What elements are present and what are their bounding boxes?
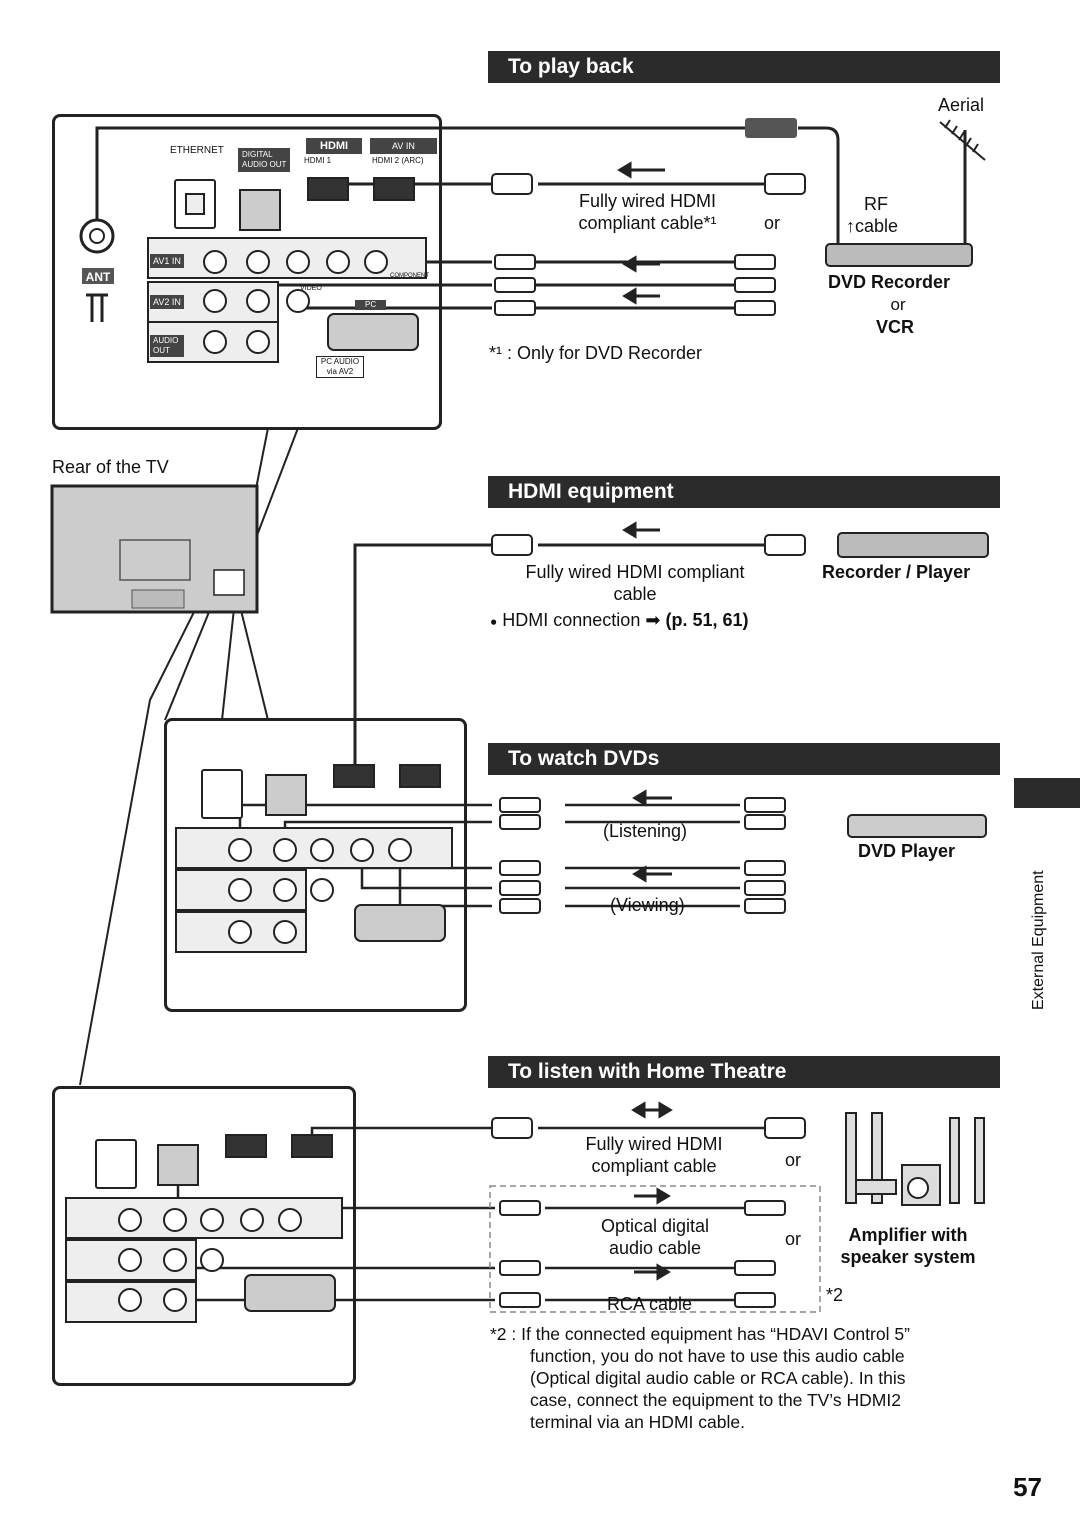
theatre-hdmi-cable-label: Fully wired HDMI compliant cable: [565, 1133, 743, 1177]
hdmi-connection-label: HDMI connection: [502, 610, 641, 630]
hdmi-equip-cable-label: Fully wired HDMI compliant cable: [500, 561, 770, 605]
tv-rear-icon: [50, 484, 259, 614]
aerial-label: Aerial: [938, 95, 985, 115]
page-ref-link[interactable]: (p. 51, 61): [665, 610, 749, 630]
digital-label: DIGITAL: [242, 150, 273, 159]
listening-label: (Listening): [603, 821, 688, 841]
tv-terminal-panel-dvd: [164, 718, 467, 1012]
aerial-icon: [939, 119, 986, 170]
amplifier-label: Amplifier with speaker system: [826, 1224, 990, 1268]
section-header-play-back: To play back: [488, 51, 1000, 83]
page-number: 57: [1013, 1472, 1042, 1502]
or-label-2: or: [890, 295, 906, 314]
digital-audio-out-label: DIGITAL AUDIO OUT: [238, 148, 291, 172]
dvd-player-label: DVD Player: [858, 841, 956, 861]
rf-cable-label: RF ↑cable: [846, 193, 898, 237]
dvd-player-icon: [847, 814, 987, 838]
hdmi-connection-ref: ● HDMI connection ➡ (p. 51, 61): [490, 609, 748, 632]
hdmi-equip-cable-line1: Fully wired HDMI compliant: [525, 562, 745, 582]
speaker-system-icon: [845, 1112, 985, 1206]
up-arrow-icon: ↑: [846, 216, 855, 236]
cable-label: cable: [855, 216, 899, 236]
theatre-or-label: or: [785, 1150, 802, 1170]
av2in-label: AV2 IN: [150, 295, 184, 309]
note-mark: *2: [826, 1285, 844, 1305]
signal-arrows: [617, 161, 673, 1281]
theatre-hdmi-line1: Fully wired HDMI: [585, 1134, 723, 1154]
dvd-recorder-label: DVD Recorder: [828, 272, 951, 292]
chapter-tab: [1014, 778, 1080, 808]
theatre-or-label-2: or: [785, 1229, 802, 1249]
ethernet-label: ETHERNET: [170, 145, 224, 156]
rf-plug: [745, 118, 797, 138]
viewing-label: (Viewing): [610, 895, 685, 915]
optical-line1: Optical digital: [600, 1216, 710, 1236]
chapter-label: External Equipment: [1030, 870, 1047, 1010]
theatre-hdmi-line2: compliant cable: [591, 1156, 717, 1176]
or-label: or: [764, 213, 781, 233]
pc-audio-label: PC AUDIO via AV2: [316, 356, 364, 378]
av1in-label: AV1 IN: [150, 254, 184, 268]
arrow-right-icon: ➡: [645, 610, 661, 630]
rf-wire-recorder: [798, 126, 840, 244]
optical-cable-label: Optical digital audio cable: [580, 1215, 730, 1259]
footnote-1: *¹ : Only for DVD Recorder: [489, 343, 703, 363]
footnote-2-line3: (Optical digital audio cable or RCA cabl…: [530, 1368, 906, 1388]
optical-line2: audio cable: [608, 1238, 702, 1258]
amplifier-line2: speaker system: [840, 1247, 976, 1267]
footnote-2-line2: function, you do not have to use this au…: [530, 1346, 905, 1366]
section-header-watch-dvds: To watch DVDs: [488, 743, 1000, 775]
hdmi-equip-cable-line2: cable: [613, 584, 657, 604]
vcr-label: VCR: [876, 317, 915, 337]
recorder-player-icon: [837, 532, 989, 558]
footnote-2-line5: terminal via an HDMI cable.: [530, 1412, 745, 1432]
footnote-2: *2 : If the connected equipment has “HDA…: [490, 1323, 910, 1433]
section-header-home-theatre: To listen with Home Theatre: [488, 1056, 1000, 1088]
footnote-2-line1: *2 : If the connected equipment has “HDA…: [490, 1324, 910, 1344]
dvd-recorder-icon: [825, 243, 973, 267]
hdmi-cable-line1: Fully wired HDMI: [578, 191, 716, 211]
hdmi-plugs: [491, 173, 806, 1139]
hdmi2-label: HDMI 2 (ARC): [372, 156, 424, 165]
tv-terminal-panel-playback: [52, 114, 442, 430]
recorder-player-label: Recorder / Player: [822, 562, 971, 582]
rf-label: RF: [864, 194, 888, 214]
audio-out-label: AUDIO OUT: [242, 160, 287, 169]
video-label: VIDEO: [300, 285, 322, 292]
hdmi-logo: HDMI: [306, 138, 363, 154]
bullet-icon: ●: [490, 614, 498, 629]
hdmi-cable-line2: compliant cable*¹: [578, 213, 717, 233]
audio-out-terminal-label: AUDIO OUT: [150, 335, 184, 357]
section-header-hdmi-equipment: HDMI equipment: [488, 476, 1000, 508]
amplifier-line1: Amplifier with: [848, 1225, 968, 1245]
pc-label: PC: [355, 300, 387, 310]
hdmi1-label: HDMI 1: [304, 156, 332, 165]
hdmi-cable-label: Fully wired HDMI compliant cable*¹: [560, 190, 735, 234]
av-in-label: AV IN: [370, 138, 437, 154]
rear-of-tv-label: Rear of the TV: [52, 457, 169, 477]
rca-cable-label: RCA cable: [607, 1294, 693, 1314]
component-label: COMPONENT: [390, 273, 429, 279]
tv-terminal-panel-theatre: [52, 1086, 356, 1386]
rf-cable-line: ↑cable: [846, 215, 898, 237]
footnote-2-line4: case, connect the equipment to the TV’s …: [530, 1390, 901, 1410]
